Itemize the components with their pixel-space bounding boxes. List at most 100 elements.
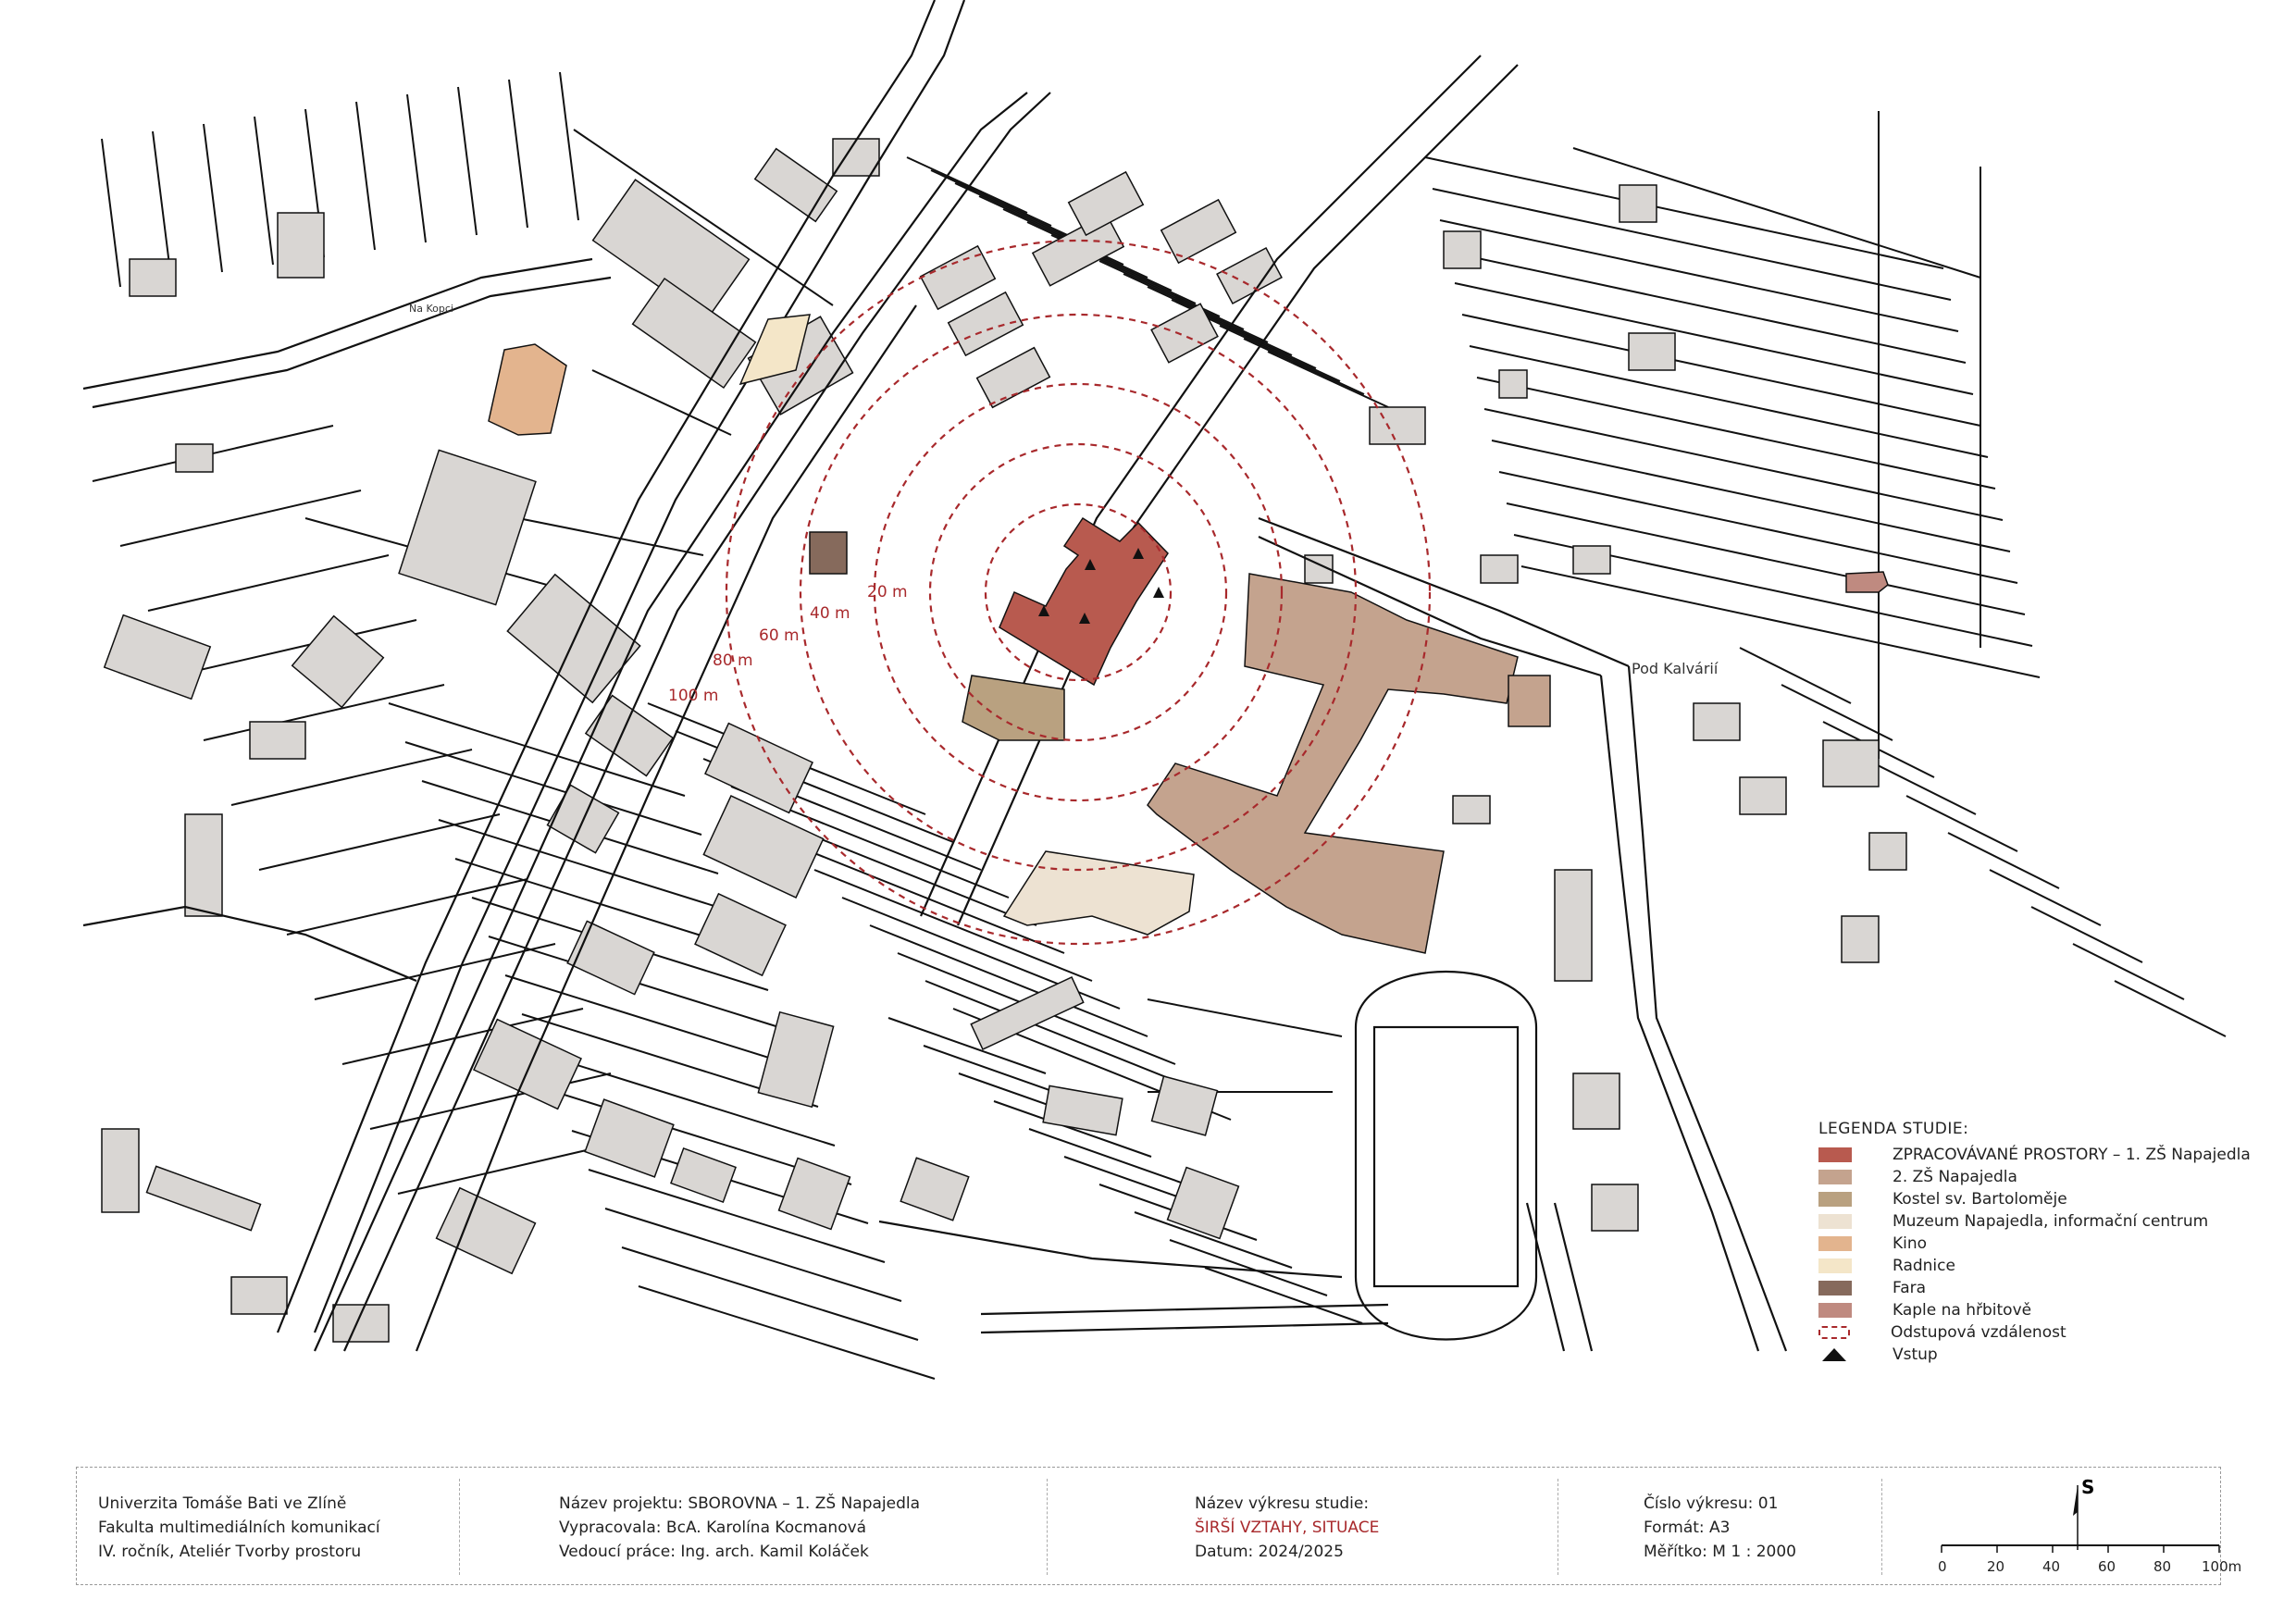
gray-building (291, 614, 385, 709)
parcel-line (1989, 869, 2102, 926)
parcel-line (341, 1008, 584, 1065)
parcel-line (404, 741, 702, 836)
parcel-line (1476, 377, 1996, 490)
gray-building (230, 1276, 288, 1315)
parcel-line (1947, 832, 2060, 889)
parcel-line (1491, 440, 2011, 552)
distance-rings (725, 239, 1432, 946)
project-line: Název projektu: SBOROVNA – 1. ZŠ Napajed… (559, 1494, 921, 1513)
legend-label: Radnice (1893, 1257, 1955, 1275)
gray-building (777, 1157, 851, 1231)
north-label: S (2081, 1476, 2094, 1498)
legend: LEGENDA STUDIE: ZPRACOVÁVANÉ PROSTORY – … (1818, 1120, 2281, 1366)
legend-swatch (1818, 1281, 1852, 1295)
gray-building (145, 1165, 262, 1232)
gray-building (670, 1147, 737, 1204)
gray-building (1498, 369, 1528, 399)
parcel-line (1864, 758, 1977, 815)
road-line (1525, 1202, 1566, 1352)
title-block: Univerzita Tomáše Bati ve Zlíně Fakulta … (76, 1467, 2241, 1585)
parcel-line (993, 1100, 1152, 1158)
distance-ring (799, 313, 1358, 872)
parcel-line (1267, 351, 1389, 408)
school-line: Univerzita Tomáše Bati ve Zlíně (98, 1494, 347, 1513)
gray-building (591, 179, 751, 321)
legend-swatch (1818, 1258, 1852, 1273)
gray-building (184, 813, 223, 917)
road-line (415, 304, 917, 1352)
drawing-label: Název výkresu studie: (1195, 1494, 1370, 1513)
legend-swatch (1818, 1192, 1852, 1207)
project-line: Vedoucí práce: Ing. arch. Kamil Koláček (559, 1543, 869, 1561)
road-line (342, 92, 1051, 1352)
street-label-pod-kalvarii: Pod Kalvárií (1632, 660, 1719, 677)
gray-building (1480, 554, 1519, 584)
gray-building (566, 920, 655, 996)
parcel-line (2114, 980, 2227, 1037)
gray-building (1841, 915, 1880, 963)
parcel-line (604, 1208, 902, 1302)
road-line (92, 276, 612, 409)
building-fara (809, 531, 848, 575)
entrance-marker (1133, 548, 1144, 559)
parcel-line (1219, 325, 1341, 382)
drawing-date: Datum: 2024/2025 (1195, 1543, 1344, 1561)
gray-building (947, 291, 1024, 357)
legend-swatch (1818, 1214, 1852, 1229)
parcel-line (175, 619, 417, 676)
parcel-line (1446, 251, 1967, 364)
legend-item-kino: Kino (1818, 1233, 2281, 1255)
school-line: Fakulta multimediálních komunikací (98, 1519, 380, 1537)
parcel-line (1483, 408, 2004, 521)
gray-building (1160, 198, 1237, 265)
gray-building (1868, 832, 1907, 871)
gray-building (1443, 230, 1482, 269)
gray-building (832, 138, 880, 177)
gray-building (332, 1304, 390, 1343)
scale-tick-label: 40 (2042, 1558, 2061, 1575)
gray-building (277, 212, 325, 279)
road-line (1258, 536, 1602, 677)
gray-building (175, 443, 214, 473)
street-label-na-kopci: Na Kopci (409, 303, 453, 315)
project-line: Vypracovala: BcA. Karolína Kocmanová (559, 1519, 867, 1537)
building-kino (488, 343, 567, 436)
gray-building (1067, 170, 1145, 237)
sheet-line: Číslo výkresu: 01 (1644, 1494, 1779, 1513)
gray-building (1619, 184, 1657, 223)
parcel-line (203, 684, 445, 741)
legend-label: Muzeum Napajedla, informační centrum (1893, 1212, 2209, 1231)
gray-building (757, 1010, 835, 1109)
gray-building (1693, 702, 1741, 741)
legend-swatch (1818, 1236, 1852, 1251)
gray-building (398, 449, 537, 606)
sheet-line: Měřítko: M 1 : 2000 (1644, 1543, 1796, 1561)
gray-building (249, 721, 306, 760)
parcel-line (538, 1052, 836, 1147)
gray-building (753, 147, 838, 223)
entrance-triangle-icon (1822, 1348, 1846, 1361)
separator (1881, 1479, 1882, 1575)
legend-label: Kaple na hřbitově (1893, 1301, 2032, 1320)
parcel-line (258, 813, 501, 871)
parcel-line (1905, 795, 2018, 852)
parcel-line (1123, 273, 1245, 330)
parcel-line (1028, 1128, 1187, 1185)
parcel-line (1204, 1267, 1363, 1324)
parcel-line (1432, 188, 1952, 301)
distance-ring (873, 382, 1284, 802)
project-info: Název projektu: SBOROVNA – 1. ZŠ Napajed… (559, 1492, 920, 1564)
gray-building (1369, 406, 1426, 445)
parcel-line (1147, 998, 1343, 1037)
parcel-line (591, 369, 732, 436)
separator (459, 1479, 460, 1575)
gray-building (970, 976, 1085, 1050)
dashed-outline-icon (1818, 1326, 1850, 1339)
road-line (980, 1321, 1389, 1334)
parcel-line (504, 974, 802, 1069)
ring-label-80: 80 m (713, 651, 753, 670)
parcel-line (147, 554, 390, 612)
building-2zs-annex (1508, 675, 1551, 727)
road-line (1258, 516, 1630, 668)
legend-label: Kino (1893, 1234, 1928, 1253)
